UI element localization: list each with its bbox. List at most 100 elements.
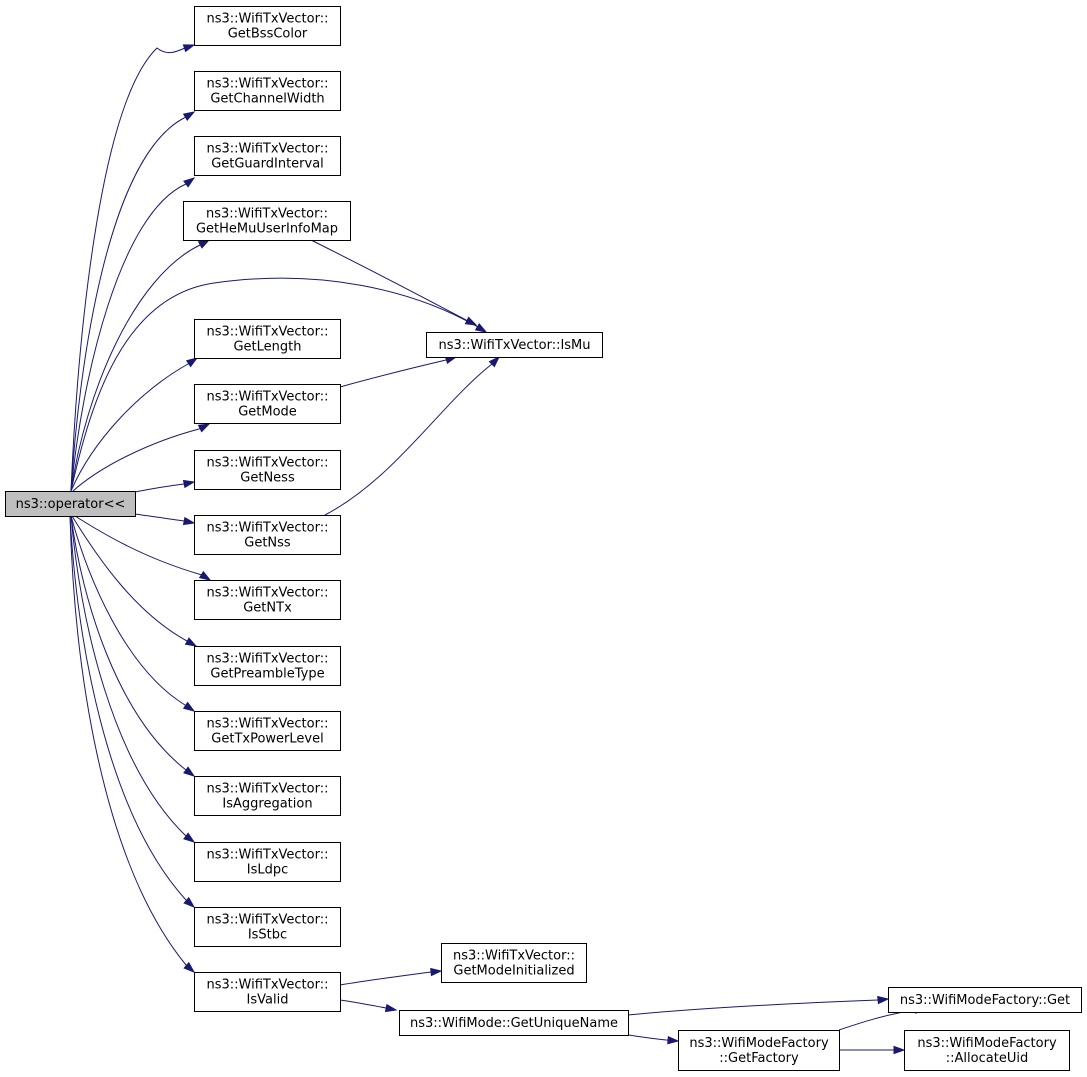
node-box	[194, 711, 341, 751]
node-IsLdpc[interactable]: ns3::WifiTxVector::IsLdpc	[194, 842, 341, 882]
node-IsStbc[interactable]: ns3::WifiTxVector::IsStbc	[194, 907, 341, 947]
node-label: GetLength	[233, 340, 301, 355]
node-label: GetPreambleType	[210, 667, 324, 682]
node-FactoryGet[interactable]: ns3::WifiModeFactory::Get	[888, 987, 1082, 1013]
node-label: IsLdpc	[247, 863, 289, 878]
edge-line	[69, 515, 187, 901]
node-GetMode[interactable]: ns3::WifiTxVector::GetMode	[194, 384, 341, 424]
node-label: ns3::WifiTxVector::	[453, 949, 575, 964]
arrowhead-icon	[182, 479, 196, 489]
edge-line	[339, 999, 387, 1009]
node-GetModeInitialized[interactable]: ns3::WifiTxVector::GetModeInitialized	[441, 943, 587, 983]
edge-line	[339, 359, 447, 388]
edge-IsValid-to-GetModeInitialized	[339, 967, 443, 986]
node-label: ns3::WifiTxVector::	[206, 325, 328, 340]
arrowhead-icon	[182, 44, 196, 53]
edge-operator-to-IsValid	[69, 515, 196, 973]
edge-line	[324, 363, 493, 516]
node-GetBssColor[interactable]: ns3::WifiTxVector::GetBssColor	[194, 6, 341, 46]
edge-operator-to-GetHeMuUserInfoMap	[70, 239, 211, 492]
arrowhead-icon	[183, 177, 196, 188]
edge-IsValid-to-GetUniqueName	[339, 999, 398, 1013]
arrowhead-icon	[893, 1045, 906, 1055]
arrowhead-icon	[464, 316, 478, 326]
arrowhead-icon	[182, 516, 196, 526]
arrowhead-icon	[183, 832, 196, 843]
node-IsMu[interactable]: ns3::WifiTxVector::IsMu	[426, 332, 603, 358]
node-box	[194, 907, 341, 947]
node-AllocateUid[interactable]: ns3::WifiModeFactory::AllocateUid	[904, 1030, 1070, 1071]
node-label: GetGuardInterval	[211, 157, 324, 172]
arrowhead-icon	[474, 322, 488, 333]
edge-operator-to-GetTxPowerLevel	[70, 515, 196, 712]
arrowhead-icon	[197, 423, 211, 433]
arrowhead-icon	[488, 355, 501, 368]
arrowhead-icon	[384, 1003, 398, 1013]
edge-line	[70, 515, 186, 706]
node-label: GetModeInitialized	[453, 964, 574, 979]
edge-line	[70, 244, 201, 492]
edge-GetUniqueName-to-FactoryGet	[627, 995, 890, 1016]
edge-operator-to-IsMu	[70, 277, 488, 492]
node-box	[194, 842, 341, 882]
edge-GetHeMuUserInfoMap-to-IsMu	[310, 239, 478, 326]
node-IsAggregation[interactable]: ns3::WifiTxVector::IsAggregation	[194, 776, 341, 816]
node-GetUniqueName[interactable]: ns3::WifiMode::GetUniqueName	[399, 1010, 629, 1036]
node-label: GetTxPowerLevel	[211, 732, 323, 747]
node-box	[194, 646, 341, 686]
node-label: ns3::WifiModeFactory::Get	[900, 993, 1070, 1008]
node-box	[194, 972, 341, 1012]
edge-operator-to-GetNess	[134, 479, 196, 493]
node-box	[194, 515, 341, 555]
edge-operator-to-GetPreambleType	[71, 515, 198, 647]
node-label: ns3::WifiTxVector::	[206, 913, 328, 928]
edge-line	[134, 513, 185, 522]
node-GetGuardInterval[interactable]: ns3::WifiTxVector::GetGuardInterval	[194, 136, 341, 176]
edge-line	[70, 515, 187, 837]
node-IsValid[interactable]: ns3::WifiTxVector::IsValid	[194, 972, 341, 1012]
node-GetLength[interactable]: ns3::WifiTxVector::GetLength	[194, 319, 341, 359]
node-box	[194, 71, 341, 111]
node-GetChannelWidth[interactable]: ns3::WifiTxVector::GetChannelWidth	[194, 71, 341, 111]
edge-operator-to-IsLdpc	[70, 515, 196, 843]
node-GetFactory[interactable]: ns3::WifiModeFactory::GetFactory	[678, 1030, 840, 1071]
node-GetNss[interactable]: ns3::WifiTxVector::GetNss	[194, 515, 341, 555]
node-label: ns3::WifiTxVector::	[206, 848, 328, 863]
node-label: ns3::operator<<	[16, 497, 126, 512]
edge-line	[70, 363, 189, 492]
arrowhead-icon	[182, 111, 196, 122]
edge-line	[627, 999, 879, 1016]
node-label: ns3::WifiMode::GetUniqueName	[410, 1016, 618, 1031]
node-box	[678, 1030, 840, 1071]
arrowhead-icon	[184, 637, 198, 647]
edge-line	[70, 47, 186, 492]
node-GetNTx[interactable]: ns3::WifiTxVector::GetNTx	[194, 580, 341, 620]
edge-operator-to-GetNTx	[74, 515, 212, 581]
node-label: ns3::WifiTxVector::IsMu	[438, 338, 590, 353]
node-label: ::AllocateUid	[946, 1051, 1028, 1066]
node-GetPreambleType[interactable]: ns3::WifiTxVector::GetPreambleType	[194, 646, 341, 686]
edge-line	[627, 1034, 667, 1041]
node-label: ns3::WifiTxVector::	[206, 521, 328, 536]
node-GetNess[interactable]: ns3::WifiTxVector::GetNess	[194, 450, 341, 490]
node-label: IsStbc	[248, 928, 287, 943]
node-label: GetNess	[240, 471, 295, 486]
edge-line	[74, 515, 203, 576]
node-GetHeMuUserInfoMap[interactable]: ns3::WifiTxVector::GetHeMuUserInfoMap	[183, 201, 351, 241]
edge-line	[69, 515, 187, 966]
node-label: ::GetFactory	[719, 1051, 799, 1066]
edge-operator-to-GetLength	[70, 357, 199, 492]
node-label: ns3::WifiTxVector::	[206, 652, 328, 667]
edge-line	[339, 971, 432, 986]
node-label: GetNTx	[243, 601, 292, 616]
node-GetTxPowerLevel[interactable]: ns3::WifiTxVector::GetTxPowerLevel	[194, 711, 341, 751]
edge-GetUniqueName-to-GetFactory	[627, 1034, 680, 1045]
node-box	[888, 987, 1082, 1013]
edge-line	[70, 515, 187, 771]
edge-GetFactory-to-AllocateUid	[839, 1045, 906, 1055]
arrowhead-icon	[198, 570, 212, 581]
arrowhead-icon	[182, 701, 196, 712]
node-label: ns3::WifiModeFactory	[689, 1036, 829, 1051]
